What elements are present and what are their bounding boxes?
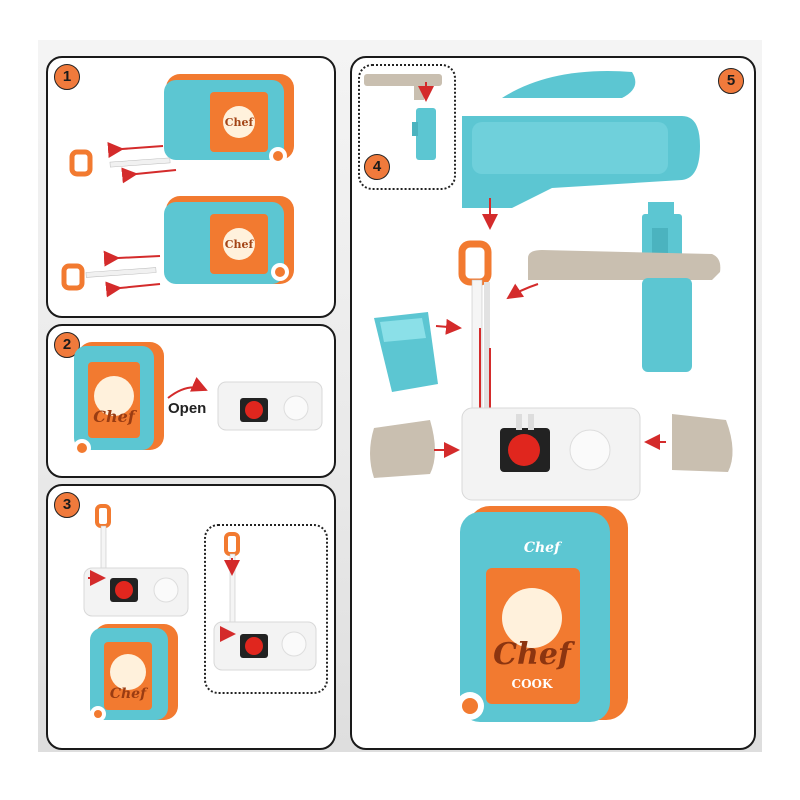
- cooktop-tray: [83, 567, 189, 617]
- suitcase-closed: Chef: [164, 74, 294, 165]
- step-2-illustration: Chef: [73, 342, 323, 457]
- step-5-panel: 5 4: [350, 56, 756, 750]
- step-1-panel: 1 Chef: [46, 56, 336, 318]
- step-3-panel: 3 Chef: [46, 484, 336, 750]
- svg-text:Chef: Chef: [225, 238, 255, 251]
- telescopic-handle: [61, 263, 157, 291]
- step-3-illustration: Chef: [83, 504, 317, 722]
- svg-text:Chef: Chef: [110, 686, 149, 702]
- telescopic-handle: [69, 149, 171, 177]
- hook-rail-part: [528, 250, 721, 372]
- detail-callout-box: [204, 524, 328, 694]
- suitcase-upright: Chef: [90, 624, 178, 722]
- utensil-basket: [374, 312, 438, 392]
- faucet-part: [412, 108, 436, 160]
- top-cover-part: [502, 71, 636, 98]
- cook-logo-text: COOK: [512, 677, 553, 691]
- open-label: Open: [168, 400, 207, 417]
- cooktop-tray: [461, 407, 641, 501]
- countertop-board: [462, 116, 700, 208]
- chef-logo-text: Chef: [493, 637, 576, 672]
- trolley-handle: [458, 240, 492, 472]
- cooktop-tray: [217, 381, 323, 431]
- step-3-badge: 3: [54, 492, 80, 518]
- suitcase-closed: Chef: [164, 196, 294, 284]
- step-1-badge: 1: [54, 64, 80, 90]
- step-2-panel: 2 Chef Open: [46, 324, 336, 478]
- chef-logo-text: Chef: [93, 407, 138, 426]
- left-side-shelf: [370, 420, 435, 478]
- hook-bar-part: [364, 74, 442, 100]
- step-4-callout-box: [358, 64, 456, 190]
- suitcase-upright: Chef COOK Chef: [456, 506, 628, 722]
- cooktop-tray: [213, 621, 317, 671]
- step-5-exploded-view: Chef COOK Chef: [364, 71, 733, 722]
- step-4-badge: 4: [364, 154, 390, 180]
- svg-text:Chef: Chef: [524, 540, 563, 556]
- step-1-illustration: Chef Chef: [61, 74, 294, 298]
- svg-text:Chef: Chef: [225, 116, 255, 129]
- suitcase-upright: Chef: [73, 342, 164, 457]
- right-side-shelf: [672, 414, 733, 472]
- step-5-badge: 5: [718, 68, 744, 94]
